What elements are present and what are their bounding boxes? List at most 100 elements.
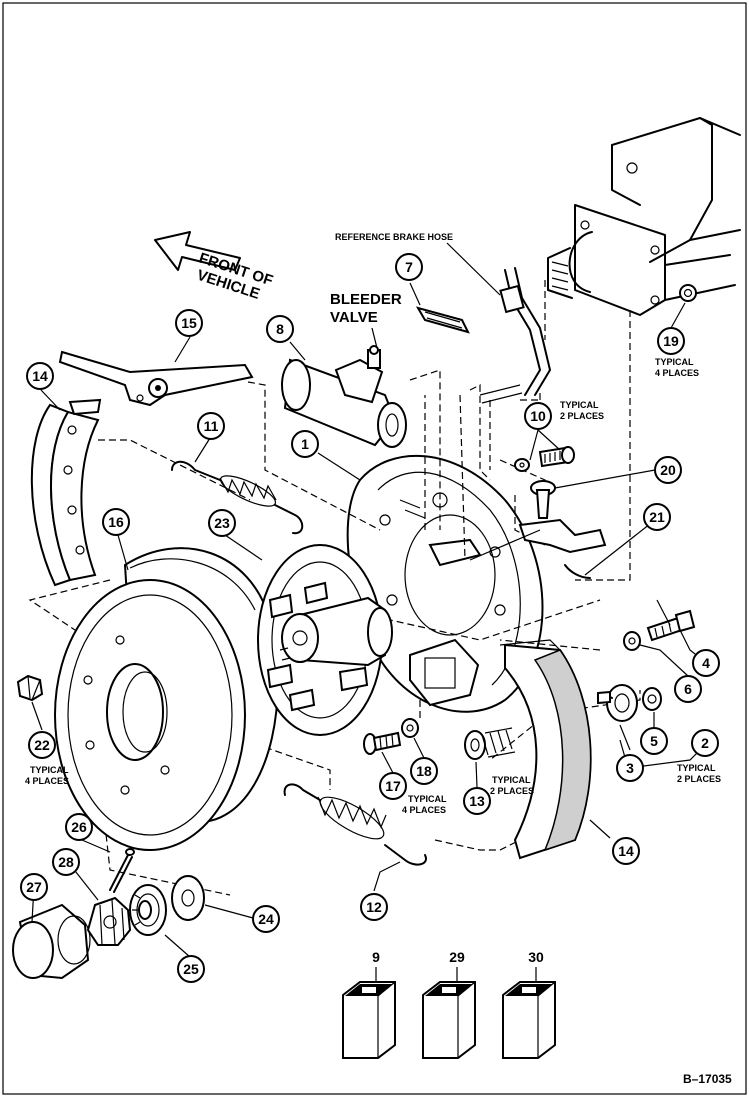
svg-text:27: 27 <box>26 879 42 895</box>
part-16-brake-drum <box>54 547 279 851</box>
bleeder-label-2: VALVE <box>330 309 378 326</box>
kit-30-number: 30 <box>528 949 544 965</box>
part-24-washer <box>171 875 205 921</box>
callout-1: 1 <box>291 430 319 458</box>
callout-21: 21 <box>643 503 671 531</box>
typical-note-17: TYPICAL 4 PLACES <box>402 794 447 815</box>
svg-text:10: 10 <box>530 408 546 424</box>
typical-13-line2: 2 PLACES <box>490 786 534 796</box>
kit-9-number: 9 <box>372 949 380 965</box>
part-14-brake-shoe-left <box>30 398 102 587</box>
part-26-cotter-pin <box>109 848 135 893</box>
part-21-adjuster <box>469 518 607 579</box>
callout-14-left: 14 <box>26 362 54 390</box>
typical-13-line1: TYPICAL <box>492 775 531 785</box>
svg-text:24: 24 <box>258 911 274 927</box>
callout-27: 27 <box>20 873 48 901</box>
svg-text:8: 8 <box>276 321 284 337</box>
part-13-hold-down-spring <box>464 727 516 760</box>
svg-text:14: 14 <box>618 843 634 859</box>
part-10-screw <box>514 446 575 472</box>
typical-note-13: TYPICAL 2 PLACES <box>490 775 534 796</box>
part-25-bearing <box>129 884 167 936</box>
typical-19-line1: TYPICAL <box>655 357 694 367</box>
svg-text:26: 26 <box>71 819 87 835</box>
svg-text:5: 5 <box>650 733 658 749</box>
callout-20: 20 <box>654 456 682 484</box>
part-20-pin <box>530 480 556 519</box>
svg-text:19: 19 <box>663 333 679 349</box>
typical-22-line1: TYPICAL <box>30 765 69 775</box>
callout-5: 5 <box>640 727 668 755</box>
callout-4: 4 <box>692 649 720 677</box>
part-28-castle-nut <box>86 896 132 946</box>
svg-text:11: 11 <box>204 418 219 434</box>
typical-22-line2: 4 PLACES <box>25 776 69 786</box>
typical-note-22: TYPICAL 4 PLACES <box>25 765 69 786</box>
axle-housing <box>547 117 741 316</box>
typical-17-line2: 4 PLACES <box>402 805 446 815</box>
callout-11: 11 <box>197 412 225 440</box>
part-7-boot <box>409 282 470 334</box>
typical-19-line2: 4 PLACES <box>655 368 699 378</box>
callout-26: 26 <box>65 813 93 841</box>
part-18-washer <box>401 718 419 738</box>
part-8-wheel-cylinder <box>281 345 407 448</box>
callout-23: 23 <box>208 509 236 537</box>
part-14-brake-shoe-right <box>499 639 592 860</box>
callout-24: 24 <box>252 905 280 933</box>
callout-22: 22 <box>28 731 56 759</box>
typical-note-2: TYPICAL 2 PLACES <box>677 763 721 784</box>
typical-2-line2: 2 PLACES <box>677 774 721 784</box>
part-17-hold-down-pin <box>363 731 402 755</box>
callout-15: 15 <box>175 309 203 337</box>
callout-16: 16 <box>102 508 130 536</box>
callout-2: 2 <box>691 729 719 757</box>
leader-lines <box>31 302 707 958</box>
part-3-eccentric <box>597 684 638 722</box>
svg-text:18: 18 <box>416 763 432 779</box>
typical-note-19: TYPICAL 4 PLACES <box>655 357 699 378</box>
svg-text:4: 4 <box>702 655 710 671</box>
part-4-bolt <box>646 609 696 642</box>
svg-text:3: 3 <box>626 760 634 776</box>
callout-18: 18 <box>410 757 438 785</box>
part-6-washer <box>623 631 641 651</box>
part-5-washer <box>642 687 662 711</box>
callout-3: 3 <box>616 754 644 782</box>
figure-code: B–17035 <box>683 1072 732 1086</box>
typical-note-10: TYPICAL 2 PLACES <box>560 400 604 421</box>
kit-29-number: 29 <box>449 949 465 965</box>
callout-17: 17 <box>379 772 407 800</box>
callout-10: 10 <box>524 402 552 430</box>
callout-8: 8 <box>266 315 294 343</box>
svg-text:16: 16 <box>108 514 124 530</box>
part-11-return-spring <box>171 460 304 535</box>
part-27-dust-cap <box>12 903 91 980</box>
svg-text:28: 28 <box>58 854 74 870</box>
svg-text:21: 21 <box>649 509 665 525</box>
callout-14-right: 14 <box>612 837 640 865</box>
kit-box-29 <box>422 981 476 1059</box>
svg-text:2: 2 <box>701 735 709 751</box>
callout-25: 25 <box>177 955 205 983</box>
callout-28: 28 <box>52 848 80 876</box>
reference-brake-hose-label: REFERENCE BRAKE HOSE <box>335 232 453 242</box>
svg-text:20: 20 <box>660 462 676 478</box>
callout-12: 12 <box>360 893 388 921</box>
callout-7: 7 <box>395 253 423 281</box>
callout-13: 13 <box>463 787 491 815</box>
svg-text:1: 1 <box>301 436 309 452</box>
part-15-park-lever <box>58 350 254 407</box>
brake-hose <box>479 267 551 404</box>
svg-text:15: 15 <box>181 315 197 331</box>
kit-box-9 <box>342 981 396 1059</box>
typical-2-line1: TYPICAL <box>677 763 716 773</box>
svg-text:6: 6 <box>684 681 692 697</box>
svg-text:12: 12 <box>366 899 382 915</box>
svg-text:23: 23 <box>214 515 230 531</box>
kit-box-30 <box>502 981 556 1059</box>
svg-text:7: 7 <box>405 259 413 275</box>
